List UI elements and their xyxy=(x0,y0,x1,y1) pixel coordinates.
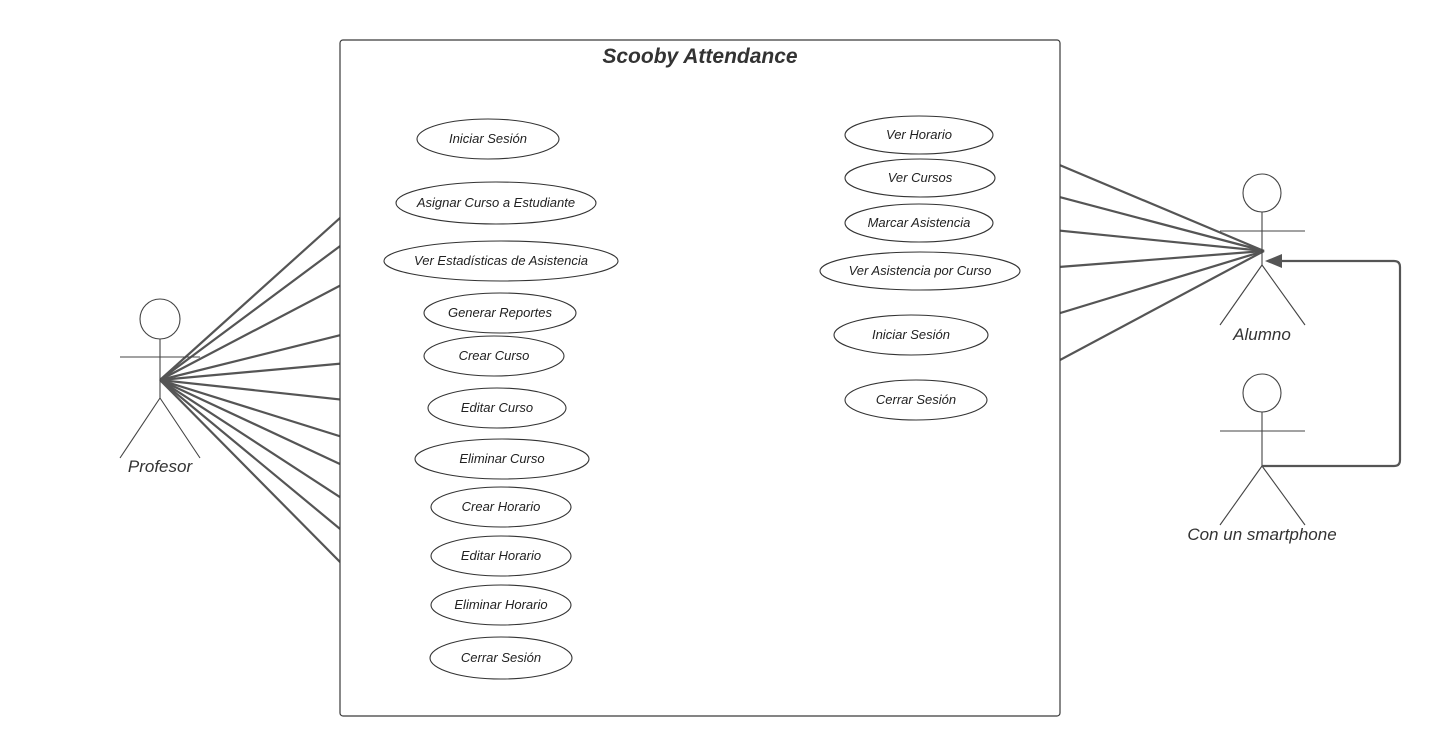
actor-profesor-left-leg xyxy=(119,397,161,459)
alumno-association-4 xyxy=(1019,249,1265,272)
profesor-use-case-11: Cerrar Sesión xyxy=(429,636,573,680)
actor-alumno-head xyxy=(1242,173,1282,213)
generalization-arrowhead xyxy=(1265,254,1282,268)
use-case-ellipse xyxy=(383,240,619,282)
use-case-label: Editar Curso xyxy=(461,400,533,415)
use-case-label: Generar Reportes xyxy=(448,305,553,320)
system-title: Scooby Attendance xyxy=(602,45,798,68)
use-case-ellipse xyxy=(429,636,573,680)
use-case-label: Ver Asistencia por Curso xyxy=(849,263,992,278)
use-case-label: Crear Curso xyxy=(459,348,530,363)
use-case-label: Cerrar Sesión xyxy=(461,650,541,665)
actor-alumno-label: Alumno xyxy=(1232,325,1291,344)
use-case-label: Cerrar Sesión xyxy=(876,392,956,407)
profesor-use-case-10: Eliminar Horario xyxy=(430,584,572,626)
alumno-use-case-3: Marcar Asistencia xyxy=(844,203,994,243)
alumno-use-case-5: Iniciar Sesión xyxy=(833,314,989,356)
actor-alumno-left-leg xyxy=(1219,264,1263,326)
alumno-use-case-2: Ver Cursos xyxy=(844,158,996,198)
use-case-ellipse xyxy=(430,584,572,626)
use-case-ellipse xyxy=(430,535,572,577)
actor-alumno-right-leg xyxy=(1261,264,1306,326)
profesor-use-case-2: Asignar Curso a Estudiante xyxy=(395,181,597,225)
actor-profesor-right-leg xyxy=(159,397,201,459)
alumno-use-case-1: Ver Horario xyxy=(844,115,994,155)
generalization-line xyxy=(1262,259,1402,468)
use-case-ellipse xyxy=(844,158,996,198)
actor-profesor-head xyxy=(139,298,181,340)
actor-smartphone-head xyxy=(1242,373,1282,413)
actor-alumno: Alumno xyxy=(1219,173,1306,344)
profesor-use-case-9: Editar Horario xyxy=(430,535,572,577)
use-case-label: Ver Estadísticas de Asistencia xyxy=(414,253,588,268)
profesor-use-case-6: Editar Curso xyxy=(427,387,567,429)
use-case-ellipse xyxy=(819,251,1021,291)
use-case-ellipse xyxy=(844,115,994,155)
use-case-ellipse xyxy=(844,379,988,421)
actor-smartphone-label: Con un smartphone xyxy=(1187,525,1336,544)
use-case-label: Marcar Asistencia xyxy=(868,215,971,230)
use-case-ellipse xyxy=(833,314,989,356)
actor-smartphone-right-leg xyxy=(1261,465,1306,526)
use-case-label: Crear Horario xyxy=(462,499,541,514)
alumno-use-case-6: Cerrar Sesión xyxy=(844,379,988,421)
profesor-use-case-7: Eliminar Curso xyxy=(414,438,590,480)
alumno-use-case-4: Ver Asistencia por Curso xyxy=(819,251,1021,291)
use-case-label: Editar Horario xyxy=(461,548,541,563)
use-case-ellipse xyxy=(416,118,560,160)
use-case-ellipse xyxy=(414,438,590,480)
profesor-use-case-1: Iniciar Sesión xyxy=(416,118,560,160)
actor-profesor-label: Profesor xyxy=(128,457,194,476)
use-case-label: Iniciar Sesión xyxy=(449,131,527,146)
use-case-label: Ver Cursos xyxy=(888,170,953,185)
use-case-ellipse xyxy=(430,486,572,528)
use-case-ellipse xyxy=(427,387,567,429)
actor-smartphone: Con un smartphone xyxy=(1187,373,1337,544)
profesor-use-case-4: Generar Reportes xyxy=(423,292,577,334)
use-case-label: Eliminar Horario xyxy=(454,597,547,612)
use-case-ellipse xyxy=(395,181,597,225)
use-case-ellipse xyxy=(423,292,577,334)
profesor-use-case-3: Ver Estadísticas de Asistencia xyxy=(383,240,619,282)
use-case-label: Asignar Curso a Estudiante xyxy=(416,195,575,210)
profesor-use-case-5: Crear Curso xyxy=(423,335,565,377)
use-case-label: Ver Horario xyxy=(886,127,952,142)
actor-profesor: Profesor xyxy=(119,298,201,476)
use-case-ellipse xyxy=(423,335,565,377)
use-case-ellipse xyxy=(844,203,994,243)
use-case-label: Iniciar Sesión xyxy=(872,327,950,342)
profesor-use-case-8: Crear Horario xyxy=(430,486,572,528)
actor-smartphone-left-leg xyxy=(1219,465,1263,526)
use-case-label: Eliminar Curso xyxy=(459,451,544,466)
